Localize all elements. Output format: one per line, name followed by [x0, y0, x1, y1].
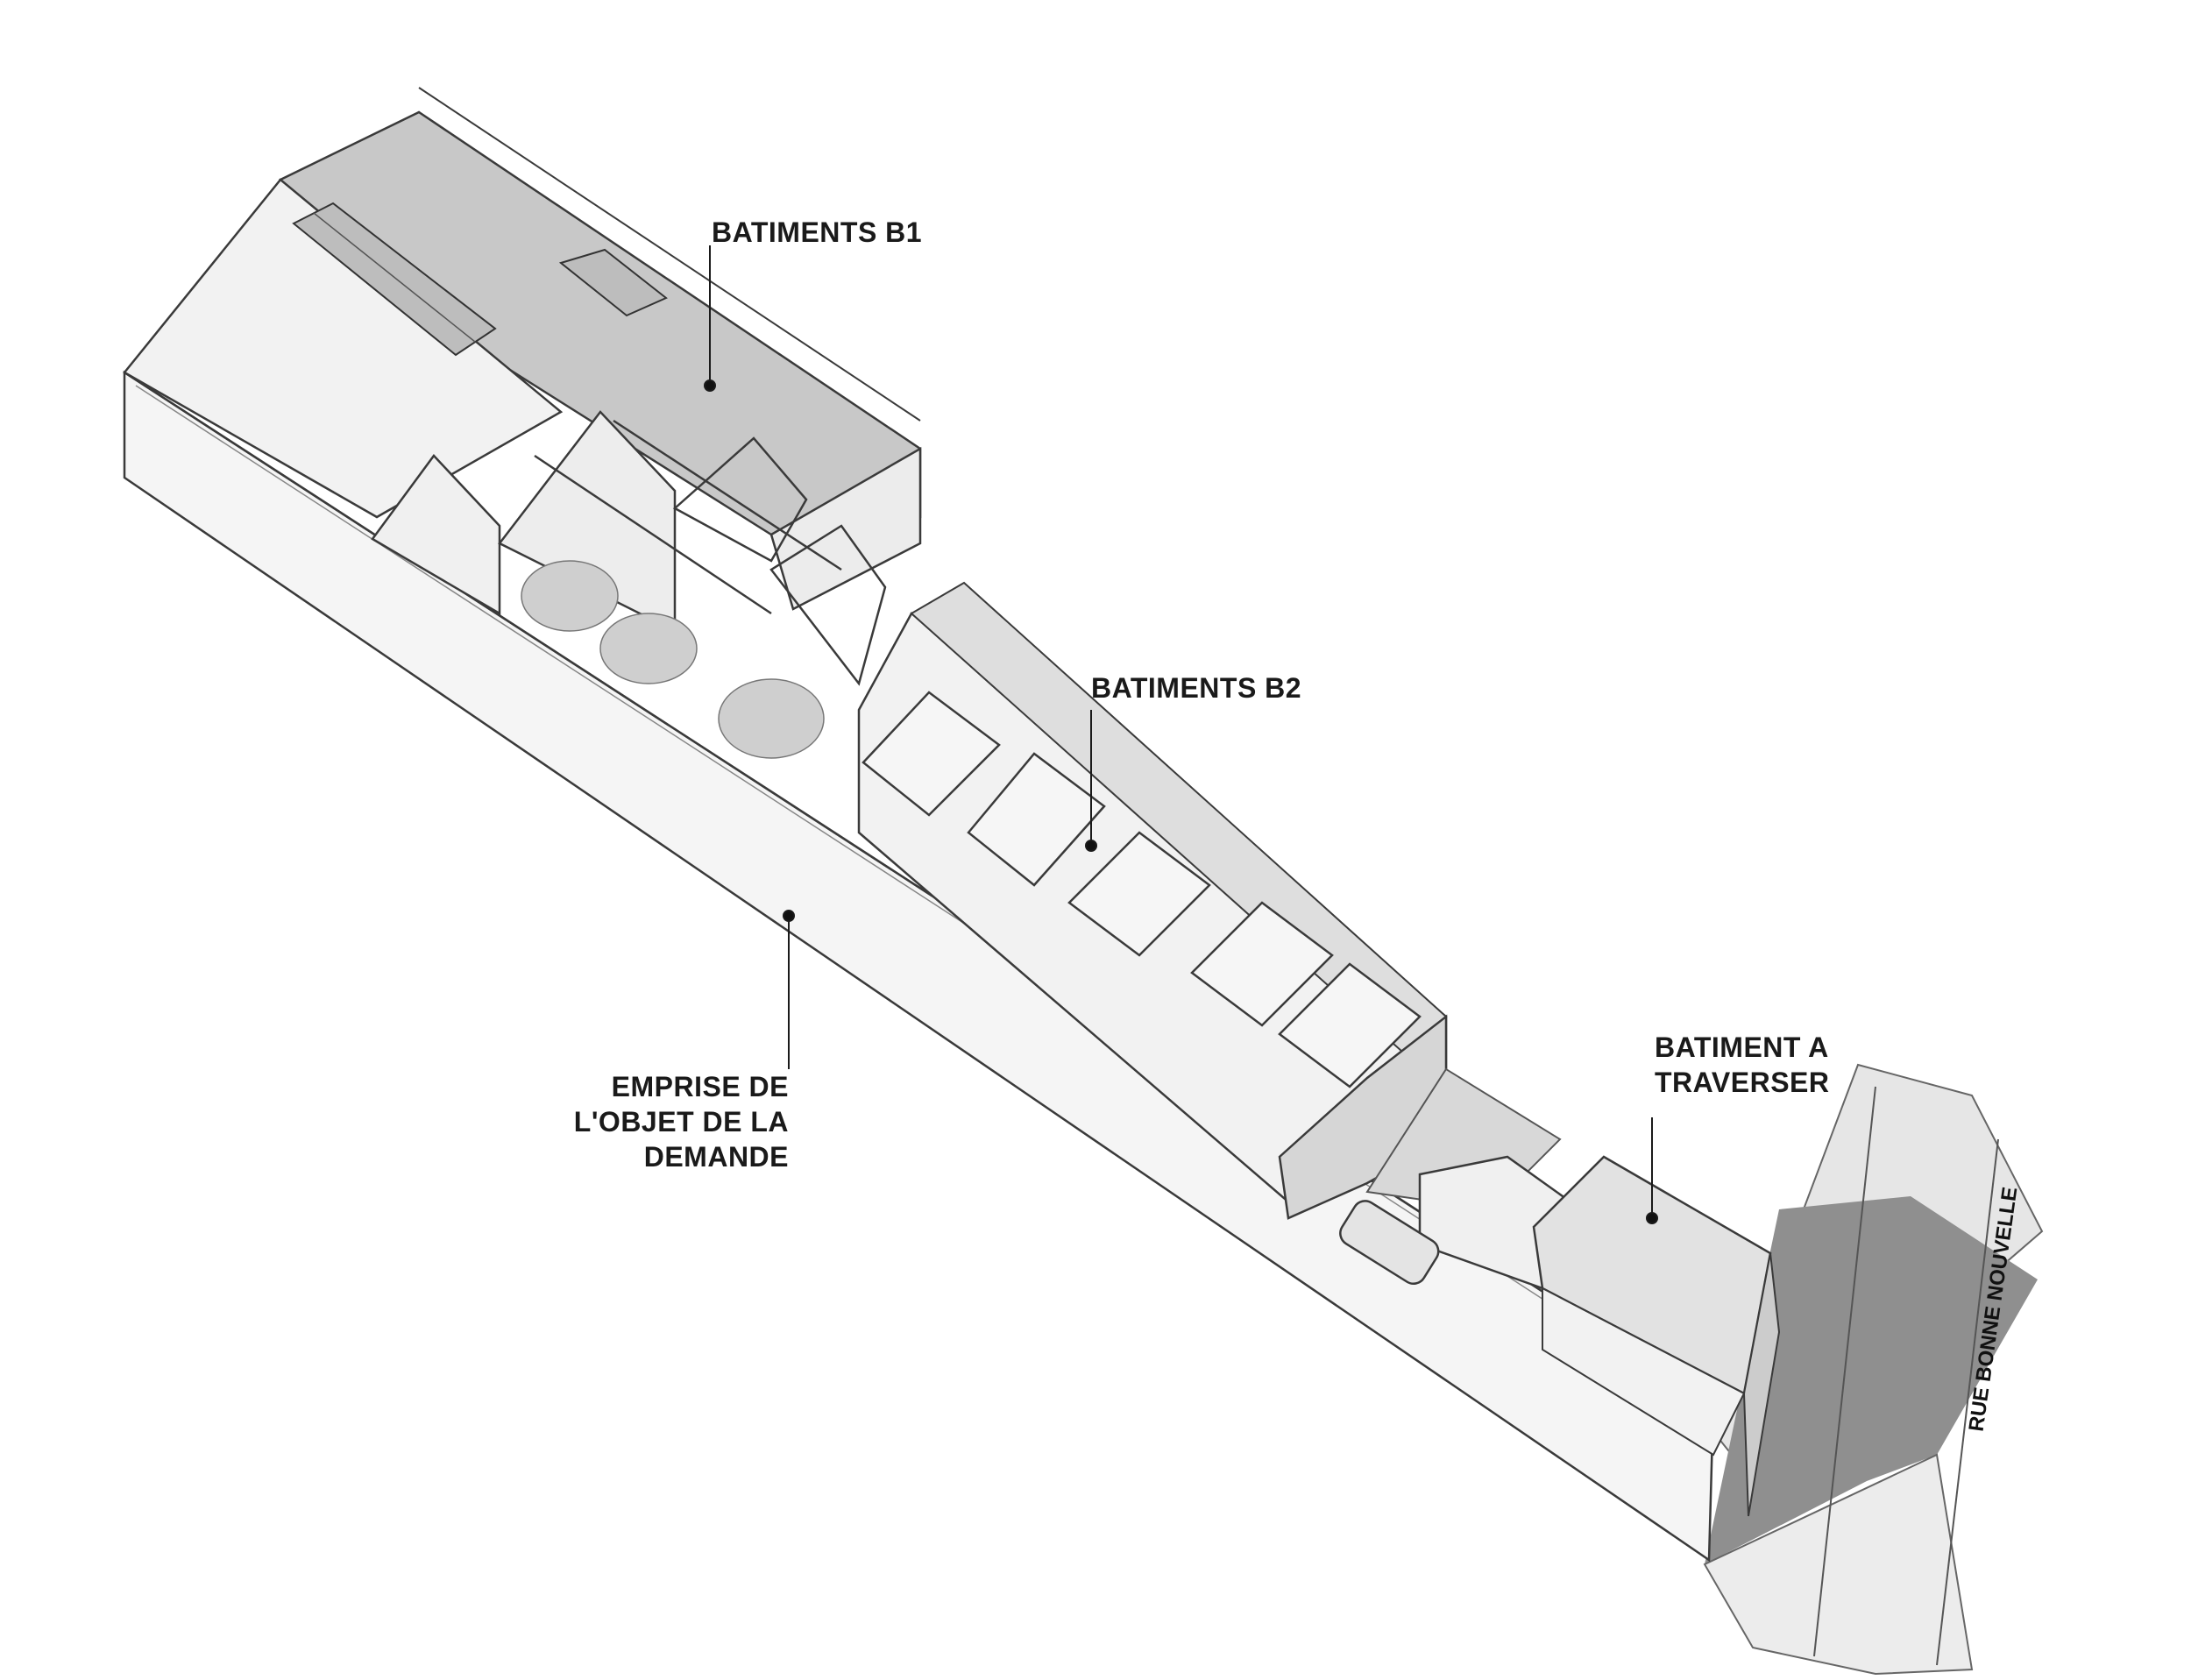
tree-1 [521, 560, 619, 632]
b1-skylight-mullion [313, 212, 476, 343]
building-a [1532, 1155, 1781, 1517]
street [1703, 1063, 2044, 1676]
frame-1 [371, 454, 501, 616]
car [1339, 1200, 1440, 1286]
truss-a [534, 454, 772, 615]
leader-b1-dot [704, 379, 716, 392]
leader-b2-dot [1085, 840, 1097, 852]
building-a-facade [1742, 1252, 1781, 1517]
leader-emprise-dot [783, 910, 795, 922]
passage-area [1339, 1067, 1571, 1290]
label-emprise-line1: EMPRISE DE [611, 1071, 789, 1102]
label-emprise-line2: L'OBJET DE LA [573, 1106, 789, 1138]
tree-2 [599, 613, 698, 684]
b1-roof-hatch [558, 248, 668, 317]
frame-4 [769, 524, 887, 686]
tree-3 [718, 678, 825, 759]
courtyard-frames [371, 410, 887, 759]
b1-wall [769, 446, 922, 611]
street-lower-band [1703, 1453, 1974, 1676]
label-batiment-a: BATIMENT A TRAVERSER [1655, 1030, 1829, 1100]
building-a-side [1542, 1287, 1746, 1457]
truss-b [613, 419, 842, 571]
building-b2 [857, 581, 1448, 1220]
street-shadow-band [1705, 1196, 2038, 1564]
street-curb-line-2 [1936, 1138, 1999, 1666]
label-batiment-a-line2: TRAVERSER [1655, 1067, 1830, 1098]
label-emprise-line3: DEMANDE [643, 1141, 789, 1173]
b2-gable-3 [1067, 831, 1211, 957]
leader-a-dot [1646, 1212, 1658, 1224]
b2-gable-2 [967, 752, 1106, 887]
street-curb-line [1813, 1086, 1876, 1657]
b2-gables [862, 691, 1422, 1088]
b2-gable-1 [862, 691, 1001, 817]
label-batiments-b1: BATIMENTS B1 [712, 216, 923, 248]
label-batiment-a-line1: BATIMENT A [1655, 1031, 1829, 1063]
b1-roof-light [123, 178, 564, 519]
site-boundary-wall [123, 370, 1719, 1563]
b2-gable-4 [1190, 901, 1334, 1027]
b1-parapet [418, 87, 921, 422]
frame-3 [672, 436, 808, 563]
label-emprise: EMPRISE DE L'OBJET DE LA DEMANDE [526, 1069, 789, 1174]
annotation-leaders [704, 245, 1658, 1224]
building-b1 [123, 87, 922, 611]
b2-gable-5 [1278, 962, 1422, 1088]
label-batiments-b2: BATIMENTS B2 [1091, 672, 1302, 704]
boundary-wall-face [123, 370, 1715, 1563]
